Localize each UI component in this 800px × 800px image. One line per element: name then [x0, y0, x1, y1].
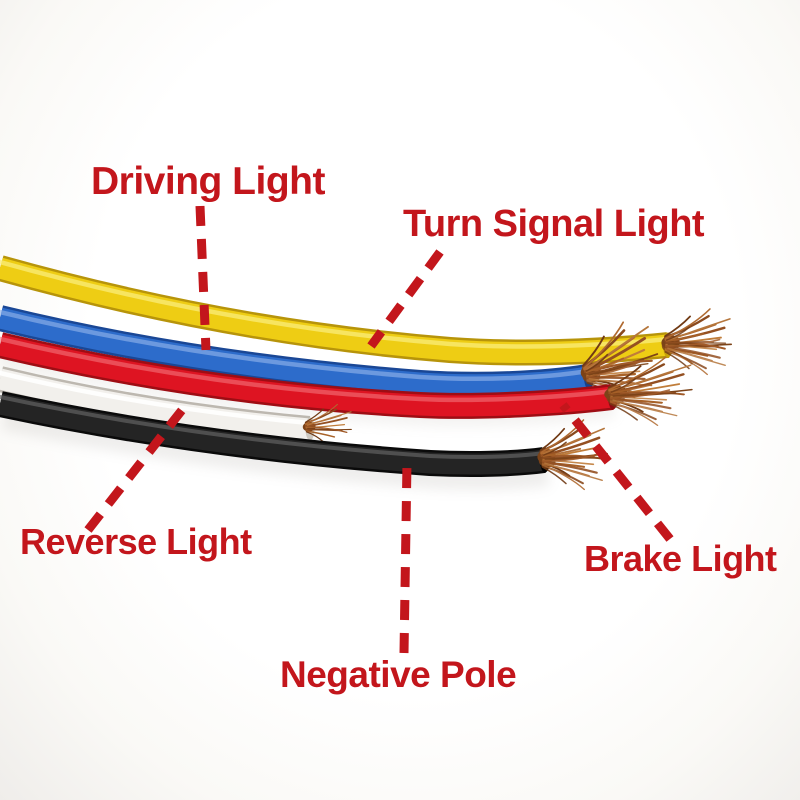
black-wire — [0, 397, 614, 493]
reverse-light-label: Reverse Light — [20, 521, 252, 562]
brake-light-pointer-line — [559, 402, 674, 542]
red-wire — [0, 339, 699, 428]
brake-light-label: Brake Light — [584, 538, 777, 579]
white-wire — [0, 373, 355, 445]
yellow-wire-copper-strands — [656, 305, 737, 378]
driving-light-pointer-line — [195, 205, 211, 351]
driving-light-label: Driving Light — [91, 160, 325, 203]
turn-signal-light-label: Turn Signal Light — [403, 203, 705, 245]
turn-signal-pointer-line — [367, 249, 444, 349]
yellow-wire — [0, 262, 737, 378]
negative-pole-pointer-line — [399, 461, 412, 654]
pointer-lines — [84, 205, 674, 654]
negative-pole-label: Negative Pole — [280, 654, 517, 695]
reverse-light-pointer-line — [84, 407, 186, 533]
blue-wire — [0, 312, 668, 403]
